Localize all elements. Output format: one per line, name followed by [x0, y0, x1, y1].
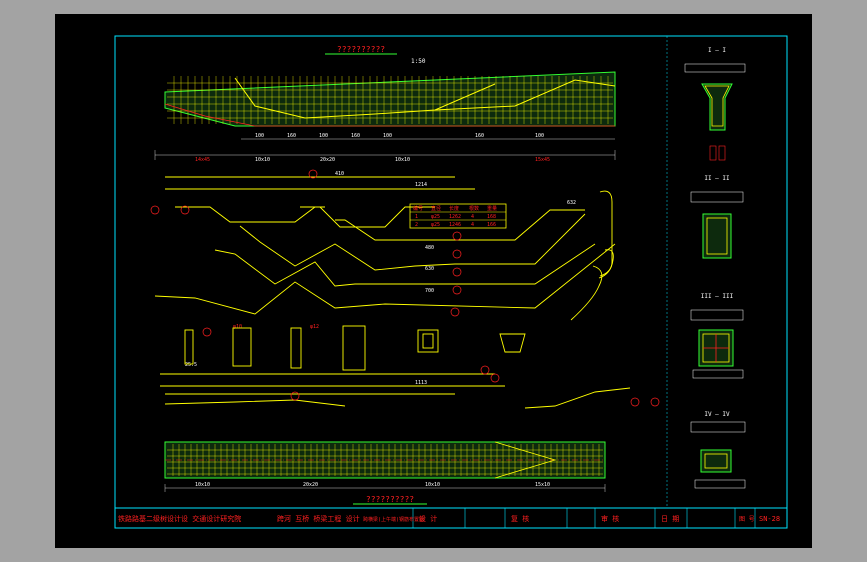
main-dim-bottom-3: 20x20	[320, 157, 335, 163]
table-r2-c3: 4	[471, 222, 474, 228]
table-r0-c2: 长度	[449, 205, 459, 212]
plan-view-title: ??????????	[366, 495, 414, 504]
rebar-callouts	[150, 169, 660, 407]
main-dim-top-6: 160	[475, 133, 484, 139]
section-4-label: IV — IV	[704, 411, 730, 418]
plan-dim-2: 20x20	[303, 482, 318, 488]
main-dim-top-3: 100	[319, 133, 328, 139]
section-3-label: III — III	[701, 293, 734, 300]
title-project: 铁路路基二级树设计设 交通设计研究院	[118, 514, 241, 523]
title-design-label: 设 计	[419, 514, 437, 523]
drawing-sheet[interactable]: ?????????? 1:50 100 160 100 160 100	[55, 14, 812, 548]
rebar-shapes	[154, 176, 631, 409]
plan-view	[164, 441, 606, 479]
plan-dim-3: 10x10	[425, 482, 440, 488]
title-review-label: 复 核	[511, 514, 529, 523]
table-r1-c0: 1	[415, 214, 418, 220]
title-drawing-name: 跨横梁(上午端)钢筋布置图	[363, 516, 424, 523]
table-r0-c3: 根数	[469, 205, 479, 212]
table-r1-c4: 168	[487, 214, 496, 220]
plan-dimension-lines	[164, 484, 606, 492]
main-dimension-lines	[154, 138, 616, 160]
title-block	[114, 507, 788, 529]
section-4-drawing	[690, 421, 746, 489]
main-dim-bottom-1: 14x45	[195, 157, 210, 163]
table-r2-c1: φ25	[431, 222, 440, 228]
title-check-label: 审 核	[601, 514, 619, 523]
rebar-schedule-table	[409, 203, 507, 229]
rebar-length-632: 632	[567, 200, 576, 206]
section-3-drawing	[690, 309, 744, 379]
table-r2-c0: 2	[415, 222, 418, 228]
table-r1-c1: φ25	[431, 214, 440, 220]
section-2-drawing	[690, 191, 744, 259]
main-view-title: ??????????	[337, 45, 385, 54]
table-r1-c3: 4	[471, 214, 474, 220]
main-dim-top-5: 100	[383, 133, 392, 139]
rebar-length-700: 700	[425, 288, 434, 294]
rebar-dia-phi10: φ10	[233, 324, 242, 330]
rebar-length-410: 410	[335, 171, 344, 177]
main-dim-top-4: 160	[351, 133, 360, 139]
title-structure: 跨河 互桥 桥梁工程 设计	[277, 514, 360, 523]
table-r0-c0: 编号	[413, 205, 423, 212]
main-dim-bottom-2: 10x10	[255, 157, 270, 163]
main-dim-top-2: 160	[287, 133, 296, 139]
table-r1-c2: 1262	[449, 214, 461, 220]
main-view-scale: 1:50	[411, 58, 426, 65]
rebar-length-1214: 1214	[415, 182, 427, 188]
section-1-label: I — I	[708, 47, 726, 54]
main-dim-bottom-4: 10x10	[395, 157, 410, 163]
section-2-label: II — II	[704, 175, 730, 182]
title-sheet-number: SN-28	[759, 515, 780, 523]
plan-dim-1: 10x10	[195, 482, 210, 488]
table-r0-c4: 重量	[487, 205, 497, 212]
main-dim-top-1: 100	[255, 133, 264, 139]
table-r2-c2: 1246	[449, 222, 461, 228]
table-r2-c4: 166	[487, 222, 496, 228]
title-date-label: 日 期	[661, 515, 679, 523]
main-dim-top-7: 100	[535, 133, 544, 139]
plan-dim-4: 15x10	[535, 482, 550, 488]
rebar-length-630: 630	[425, 266, 434, 272]
rebar-len-25-5: 25.5	[185, 362, 197, 368]
table-r0-c1: 直径	[431, 205, 441, 212]
stirrup-details	[184, 325, 526, 371]
section-1-drawing	[684, 63, 746, 161]
main-beam-elevation	[164, 71, 616, 127]
drawing-canvas: ?????????? 1:50 100 160 100 160 100	[114, 35, 788, 529]
rebar-len-1113: 1113	[415, 380, 427, 386]
title-sheet-label: 图 号	[739, 516, 755, 523]
rebar-length-480: 480	[425, 245, 434, 251]
rebar-dia-phi12: φ12	[310, 324, 319, 330]
main-dim-bottom-5: 15x45	[535, 157, 550, 163]
